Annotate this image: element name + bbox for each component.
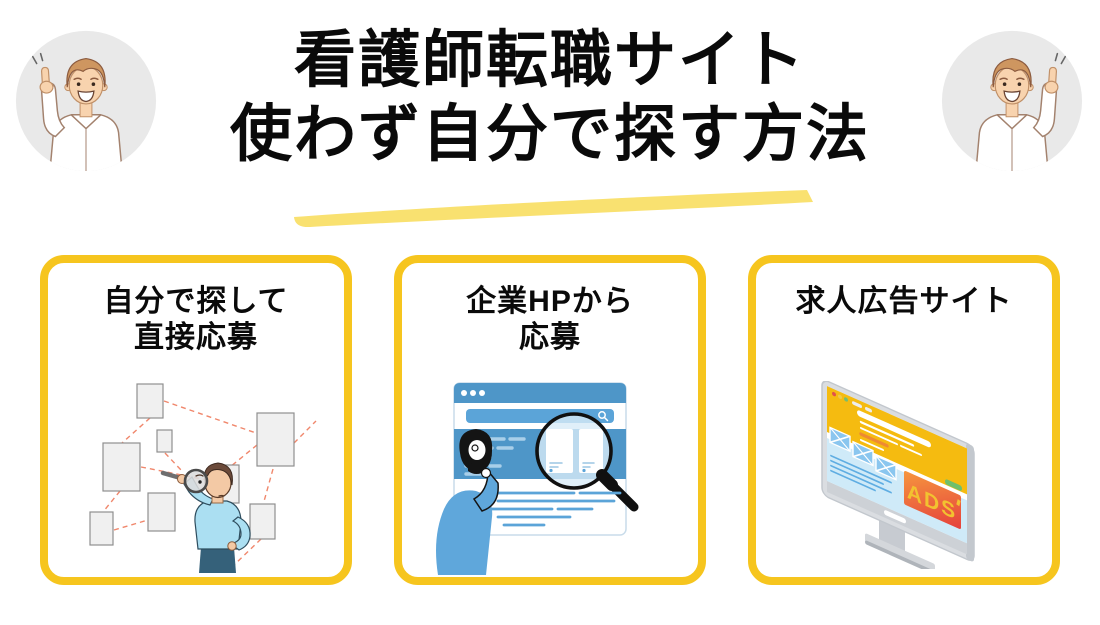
- monitor-stand-base: [865, 533, 935, 569]
- body-text-lines: [488, 491, 622, 527]
- browser-search-illustration: [436, 382, 639, 575]
- card2-title: 企業HPから 応募: [402, 284, 698, 356]
- search-icon: [598, 411, 609, 422]
- card1-title-line1: 自分で探して: [103, 285, 289, 318]
- listing-text-lines: [830, 454, 892, 494]
- pointing-man-svg: [941, 30, 1083, 172]
- document-paper-front: [147, 492, 176, 532]
- address-bar: [857, 410, 931, 448]
- page-title-line2: 使わず自分で探す方法: [229, 100, 870, 169]
- monitor-logo-pill: [884, 510, 906, 524]
- pointing-man-illustration-right: [938, 26, 1086, 174]
- page-title: 看護師転職サイト 使わず自分で探す方法: [0, 24, 1100, 172]
- result-card-1: [546, 429, 573, 473]
- man-searching-documents-illustration: [89, 383, 317, 573]
- orange-accent-line: [859, 432, 889, 448]
- card1-title: 自分で探して 直接応募: [48, 284, 344, 356]
- card1-title-line2: 直接応募: [134, 321, 258, 354]
- pointing-man-illustration-left: [12, 26, 160, 174]
- green-button: [945, 479, 962, 491]
- document-papers: [89, 383, 295, 546]
- screen-content: ADS: [827, 386, 967, 544]
- result-card-2: [579, 429, 603, 473]
- browser-header-bar: [454, 383, 626, 403]
- card-apply-from-company-hp: 企業HPから 応募: [394, 255, 706, 585]
- isometric-monitor: ADS: [821, 381, 975, 569]
- card-job-ad-site: 求人広告サイト: [748, 255, 1060, 585]
- image-placeholder-tiles: [829, 426, 897, 481]
- card-self-search-direct-apply: 自分で探して 直接応募: [40, 255, 352, 585]
- magnifier-rim: [535, 412, 613, 490]
- glasses-icon: [471, 444, 479, 452]
- ads-monitor-illustration: ADS: [821, 381, 975, 569]
- card3-title: 求人広告サイト: [756, 284, 1052, 320]
- card2-title-line2: 応募: [519, 321, 581, 354]
- dashed-link-lines: [102, 400, 317, 566]
- page-title-line1: 看護師転職サイト: [293, 26, 806, 95]
- title-underline-highlight: [294, 190, 813, 227]
- thinking-person: [436, 429, 499, 575]
- man-with-magnifier: [160, 462, 251, 573]
- magnifier-lens: [183, 468, 209, 494]
- card3-title-line1: 求人広告サイト: [795, 285, 1013, 318]
- webpage-bottom-lightblue: [827, 438, 967, 544]
- card2-title-line1: 企業HPから: [466, 285, 634, 318]
- ads-banner: [904, 470, 961, 529]
- pointing-man-svg: [15, 30, 157, 172]
